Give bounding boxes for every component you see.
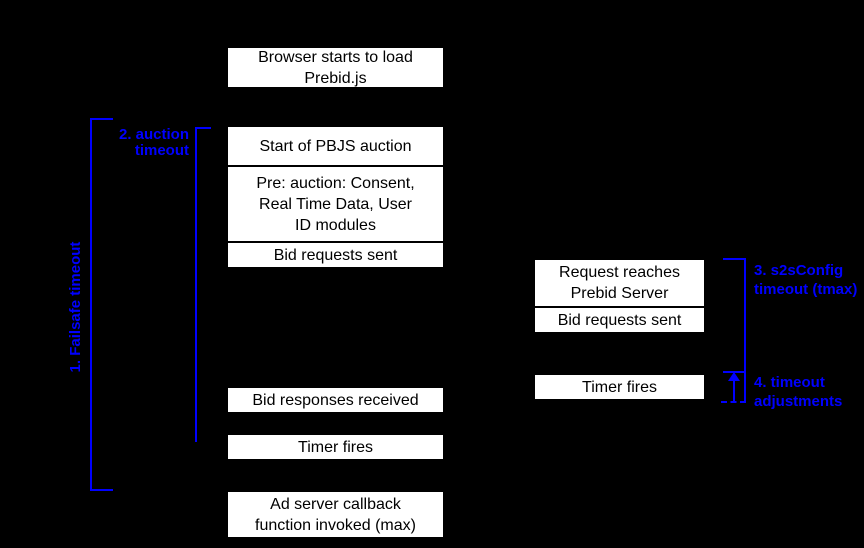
timeout-adjustment-dashed-line: [721, 401, 746, 403]
failsafe-timeout-label: 1. Failsafe timeout: [67, 241, 84, 373]
box-start-pbjs-auction: Start of PBJS auction: [226, 125, 445, 167]
box-timer-fires-left: Timer fires: [226, 433, 445, 461]
box-bid-requests-sent-right: Bid requests sent: [533, 306, 706, 334]
s2s-bracket-extension-line: [744, 372, 746, 403]
s2s-timeout-bracket: [723, 258, 746, 373]
box-request-reaches-prebid-server: Request reaches Prebid Server: [533, 258, 706, 308]
auction-timeout-bracket: [195, 127, 211, 442]
box-bid-responses-received: Bid responses received: [226, 386, 445, 414]
failsafe-timeout-bracket: [90, 118, 113, 491]
box-ad-server-callback: Ad server callback function invoked (max…: [226, 490, 445, 539]
box-bid-requests-sent-left: Bid requests sent: [226, 241, 445, 269]
timeout-adjustments-label: 4. timeout adjustments: [754, 374, 843, 410]
timeout-adjustment-arrow-shaft: [733, 380, 735, 401]
box-browser-starts-load: Browser starts to load Prebid.js: [226, 46, 445, 89]
box-pre-auction-modules: Pre: auction: Consent, Real Time Data, U…: [226, 165, 445, 243]
box-timer-fires-right: Timer fires: [533, 373, 706, 401]
auction-timeout-label: 2. auction timeout: [118, 126, 189, 159]
s2s-config-timeout-label: 3. s2sConfig timeout (tmax): [754, 262, 858, 298]
up-arrow-icon: [728, 372, 740, 381]
